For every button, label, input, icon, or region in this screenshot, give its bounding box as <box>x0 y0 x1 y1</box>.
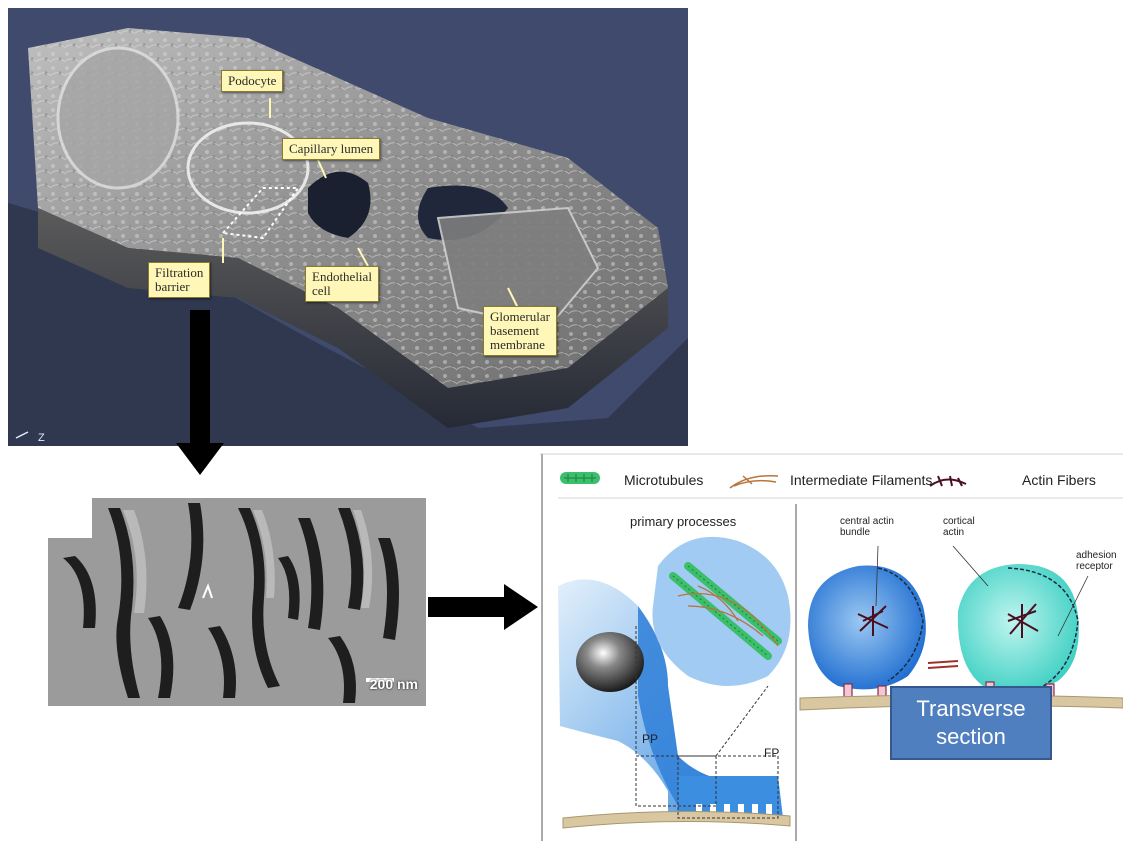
intermediate-filament-icon <box>730 476 778 488</box>
label-membrane: membrane <box>490 337 545 352</box>
arrow-down <box>170 310 240 480</box>
label-cell: cell <box>312 283 331 298</box>
basement-membrane-left <box>563 811 790 828</box>
label-glomerular: Glomerular <box>490 309 550 324</box>
callout-gbm: Glomerular basement membrane <box>483 306 557 356</box>
label-transverse: Transverse <box>916 696 1025 721</box>
axis-z-label: Z <box>38 432 45 444</box>
sem-scale-label: 200 nm <box>370 676 418 692</box>
schematic-drawing <box>538 446 1123 841</box>
label-section: section <box>936 724 1006 749</box>
label-primary-processes: primary processes <box>630 514 736 529</box>
label-filtration: Filtration <box>155 265 203 280</box>
label-cortical-actin: cortical actin <box>943 516 975 538</box>
em-3d-image <box>8 8 688 446</box>
label-central-actin: central actin <box>840 516 894 527</box>
cell-nucleus-left <box>58 48 178 188</box>
callout-podocyte: Podocyte <box>221 70 283 92</box>
microtubule-icon <box>560 472 600 484</box>
transverse-cell-teal <box>958 564 1079 692</box>
legend-actin-fibers: Actin Fibers <box>1022 472 1096 488</box>
sem-image <box>48 498 426 706</box>
label-capillary-lumen: Capillary lumen <box>289 141 373 156</box>
callout-capillary-lumen: Capillary lumen <box>282 138 380 160</box>
actin-fiber-icon <box>930 476 966 486</box>
legend-intermediate-filaments: Intermediate Filaments <box>790 472 932 488</box>
zoom-line-right <box>716 686 768 756</box>
label-cortical: cortical <box>943 516 975 527</box>
label-bundle: bundle <box>840 527 870 538</box>
label-basement: basement <box>490 323 539 338</box>
callout-filtration-barrier: Filtration barrier <box>148 262 210 298</box>
sem-corner-blank <box>48 498 92 538</box>
sem-image-panel: 200 nm <box>48 498 426 706</box>
label-actin: actin <box>943 527 964 538</box>
label-central-actin-bundle: central actin bundle <box>840 516 894 538</box>
legend-microtubules: Microtubules <box>624 472 703 488</box>
label-endothelial: Endothelial <box>312 269 372 284</box>
em-3d-panel: Podocyte Capillary lumen Filtration barr… <box>8 8 688 446</box>
callout-endothelial-cell: Endothelial cell <box>305 266 379 302</box>
nucleus <box>576 632 644 692</box>
label-adhesion-receptor: adhesion receptor <box>1076 550 1117 572</box>
pointer-cortical <box>953 546 988 586</box>
transverse-cell-blue <box>808 566 926 690</box>
label-barrier: barrier <box>155 279 190 294</box>
podocyte-schematic-panel: Microtubules Intermediate Filaments Acti… <box>538 446 1123 841</box>
label-receptor: receptor <box>1076 561 1113 572</box>
arrow-right <box>428 582 540 632</box>
label-fp: FP <box>764 746 779 760</box>
label-podocyte: Podocyte <box>228 73 276 88</box>
transverse-section-box: Transverse section <box>890 686 1052 760</box>
label-adhesion: adhesion <box>1076 550 1117 561</box>
label-pp: PP <box>642 732 658 746</box>
slit-diaphragm <box>928 661 958 668</box>
